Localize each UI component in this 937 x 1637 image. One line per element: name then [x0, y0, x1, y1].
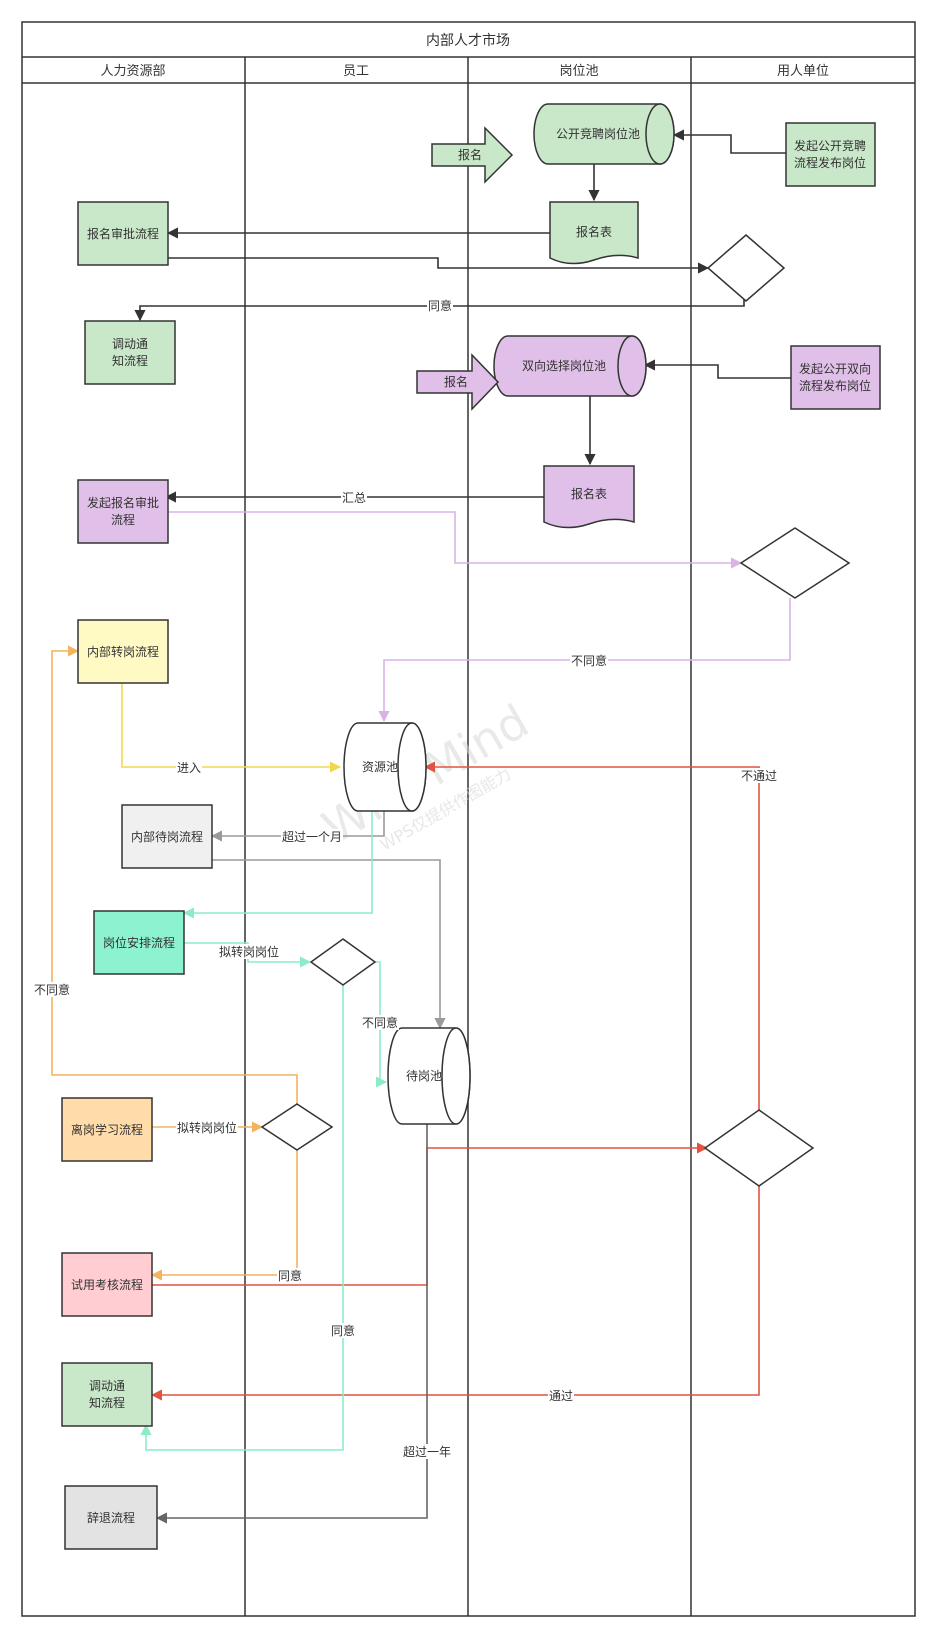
node-arrange-label: 岗位安排流程: [103, 935, 175, 950]
node-form-1: 报名表: [549, 201, 639, 265]
lane-header-employee: 员工: [343, 64, 369, 79]
swimlane-frame: [21, 21, 916, 1617]
node-wait-transfer-label: 内部待岗流程: [131, 829, 203, 844]
edge-wait-transfer-to-wait-pool: [212, 859, 446, 1030]
lane-header-position-pool: 岗位池: [559, 64, 598, 79]
node-start-open-label-1: 发起公开竞聘: [794, 138, 866, 153]
node-pool-two-way-label: 双向选择岗位池: [522, 358, 606, 373]
lane-header-hiring-unit: 用人单位: [777, 64, 829, 79]
node-transfer-label: 内部转岗流程: [87, 644, 159, 659]
node-study: 离岗学习流程: [61, 1097, 153, 1162]
decision-diamond-3: [703, 1109, 815, 1187]
node-notify-2-label-2: 知流程: [89, 1395, 125, 1410]
node-notify-1-label-2: 知流程: [112, 353, 148, 368]
edge-label-pass: 通过: [549, 1389, 573, 1403]
node-wait-pool: 待岗池: [387, 1027, 471, 1125]
decision-diamond-4: [309, 938, 377, 986]
edge-label-disagree-2: 不同意: [362, 1015, 398, 1030]
signup-arrow-1: 报名: [431, 126, 514, 184]
node-pool-open: 公开竞聘岗位池: [533, 103, 675, 165]
edge-label-summary: 汇总: [342, 491, 366, 505]
node-approve-1-label: 报名审批流程: [87, 226, 159, 241]
node-resource-pool-label: 资源池: [362, 760, 398, 774]
node-wait-pool-label: 待岗池: [406, 1069, 442, 1083]
edge-approve-to-diamond-1: [168, 257, 710, 274]
edge-trial-to-diamond-3: [152, 1142, 709, 1286]
node-pool-open-label: 公开竞聘岗位池: [556, 126, 640, 141]
diagram-title: 内部人才市场: [426, 32, 510, 49]
node-transfer: 内部转岗流程: [77, 619, 169, 684]
edge-label-fail: 不通过: [741, 769, 777, 783]
node-pool-two-way: 双向选择岗位池: [493, 335, 647, 397]
edge-diamond-5-to-trial: [150, 1150, 298, 1281]
node-approve-2-label-2: 流程: [111, 512, 135, 527]
node-approve-1: 报名审批流程: [77, 201, 169, 266]
edge-diamond-3-to-notify-2-pass: [150, 1186, 760, 1401]
edge-approve-2-to-diamond-2: [166, 511, 743, 569]
node-notify-2: 调动通 知流程: [61, 1362, 153, 1427]
node-start-two-way-label-2: 流程发布岗位: [799, 378, 871, 393]
decision-diamond-1: [706, 234, 786, 302]
edge-resource-pool-to-wait-transfer: [210, 809, 385, 842]
edge-label-over-month: 超过一个月: [282, 829, 342, 844]
edge-start-open-to-pool: [672, 129, 786, 154]
edge-label-disagree-3: 不同意: [34, 982, 70, 997]
edge-diamond-3-to-resource-pool-fail: [423, 761, 760, 1110]
edge-diamond-5-to-transfer: [51, 645, 298, 1104]
edge-label-enter: 进入: [177, 761, 201, 775]
node-form-1-label: 报名表: [576, 224, 612, 239]
node-notify-1-label-1: 调动通: [112, 337, 148, 351]
edge-labels: 同意 汇总 不同意 进入 不通过 超过一个月 拟转岗岗位 不同意 拟转岗岗位 不…: [33, 298, 778, 1459]
decision-diamond-5: [260, 1103, 334, 1151]
node-trial: 试用考核流程: [61, 1252, 153, 1317]
edge-label-agree-3: 同意: [331, 1323, 355, 1338]
edge-label-agree-2: 同意: [278, 1268, 302, 1283]
edge-label-over-year: 超过一年: [403, 1444, 451, 1459]
node-start-two-way: 发起公开双向 流程发布岗位: [790, 345, 881, 410]
edge-start-two-way-to-pool: [643, 359, 791, 379]
edge-diamond-4-to-notify-2: [140, 985, 344, 1451]
node-notify-1: 调动通 知流程: [84, 320, 176, 385]
node-approve-2-label-1: 发起报名审批: [87, 495, 159, 510]
node-start-two-way-label-1: 发起公开双向: [799, 361, 871, 376]
edge-label-disagree-1: 不同意: [571, 653, 607, 668]
node-study-label: 离岗学习流程: [71, 1122, 143, 1137]
edge-label-plan-transfer-1: 拟转岗岗位: [219, 944, 279, 959]
edge-resource-pool-to-arrange: [182, 809, 373, 919]
decision-diamond-2: [739, 527, 851, 599]
node-form-2-label: 报名表: [571, 486, 607, 501]
edge-wait-pool-to-resign: [155, 1120, 428, 1524]
node-arrange: 岗位安排流程: [93, 910, 185, 975]
node-notify-2-label-1: 调动通: [89, 1379, 125, 1393]
node-start-open: 发起公开竞聘 流程发布岗位: [785, 122, 876, 187]
node-form-2: 报名表: [543, 465, 635, 529]
node-trial-label: 试用考核流程: [71, 1277, 143, 1292]
node-resign-label: 辞退流程: [87, 1510, 135, 1525]
signup-arrow-1-label: 报名: [458, 147, 482, 162]
node-start-open-label-2: 流程发布岗位: [794, 155, 866, 170]
node-wait-transfer: 内部待岗流程: [121, 804, 213, 869]
node-approve-2: 发起报名审批 流程: [77, 479, 169, 544]
lane-header-hr: 人力资源部: [100, 64, 165, 79]
edge-transfer-to-resource-pool: [121, 683, 342, 773]
signup-arrow-2: 报名: [416, 353, 500, 411]
edge-label-agree-1: 同意: [428, 298, 452, 313]
edge-label-plan-transfer-2: 拟转岗岗位: [177, 1120, 237, 1135]
signup-arrow-2-label: 报名: [444, 374, 468, 389]
node-resign: 辞退流程: [64, 1485, 158, 1550]
node-resource-pool: 资源池: [343, 722, 427, 812]
